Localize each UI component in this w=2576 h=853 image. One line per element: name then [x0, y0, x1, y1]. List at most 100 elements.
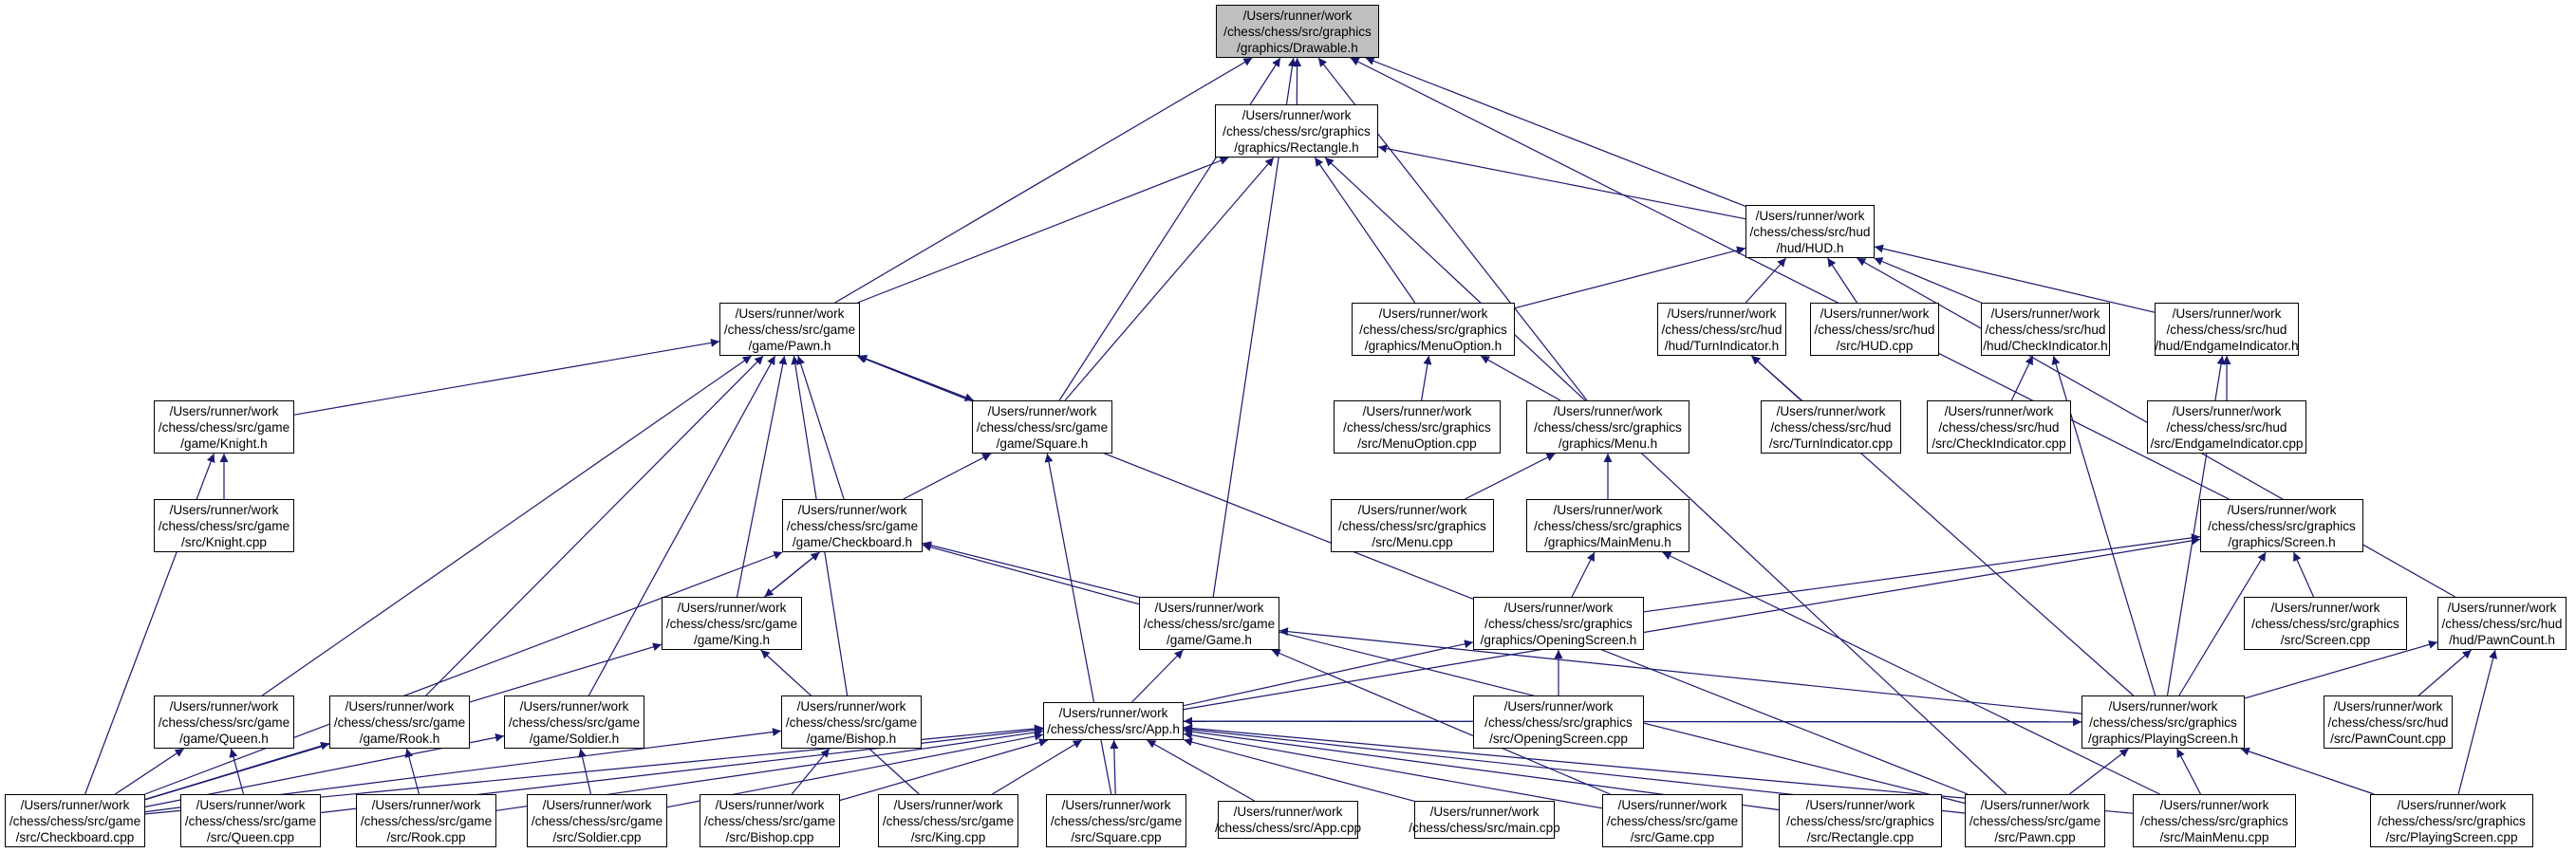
node-label-line: /chess/chess/src/hud [2441, 616, 2563, 631]
node-checkboard-cpp[interactable]: /Users/runner/work/chess/chess/src/game/… [5, 794, 145, 847]
edge-rook-h-to-pawn-h [425, 355, 764, 696]
node-label-line: /Users/runner/work [2397, 797, 2507, 812]
node-pawn-h[interactable]: /Users/runner/work/chess/chess/src/game/… [719, 303, 860, 356]
node-bishop-h[interactable]: /Users/runner/work/chess/chess/src/game/… [781, 695, 922, 749]
node-playingscreen-h[interactable]: /Users/runner/work/chess/chess/src/graph… [2081, 695, 2245, 749]
edge-main-cpp-to-app-h [1183, 737, 1415, 802]
edge-checkboard-cpp-to-checkboard-h [144, 550, 783, 795]
node-game-cpp[interactable]: /Users/runner/work/chess/chess/src/game/… [1602, 794, 1743, 847]
node-pawn-cpp[interactable]: /Users/runner/work/chess/chess/src/game/… [1965, 794, 2105, 847]
node-game-h[interactable]: /Users/runner/work/chess/chess/src/game/… [1139, 597, 1279, 650]
node-label-line: /chess/chess/src/game [786, 518, 919, 533]
edge-playingscreen-cpp-to-playingscreen-h [2240, 747, 2375, 795]
node-label-line: /chess/chess/src/hud [1938, 419, 2060, 435]
node-openingscreen-cpp[interactable]: /Users/runner/work/chess/chess/src/graph… [1473, 695, 1644, 749]
edge-app-cpp-to-app-h [1147, 739, 1255, 802]
node-label-line: /chess/chess/src/graphics [1223, 123, 1371, 139]
node-rook-h[interactable]: /Users/runner/work/chess/chess/src/game/… [329, 695, 470, 749]
node-label-line: /chess/chess/src/game [703, 813, 836, 828]
node-bishop-cpp[interactable]: /Users/runner/work/chess/chess/src/game/… [700, 794, 840, 847]
node-label-line: /chess/chess/src/game [1050, 813, 1183, 828]
node-label-line: /graphics/Drawable.h [1237, 40, 1358, 55]
node-rook-cpp[interactable]: /Users/runner/work/chess/chess/src/game/… [356, 794, 496, 847]
node-checkindicator-h[interactable]: /Users/runner/work/chess/chess/src/hud/h… [1981, 303, 2110, 356]
node-label-line: /chess/chess/src/App.cpp [1214, 821, 1362, 835]
node-square-h[interactable]: /Users/runner/work/chess/chess/src/game/… [972, 400, 1112, 454]
node-square-cpp[interactable]: /Users/runner/work/chess/chess/src/game/… [1046, 794, 1186, 847]
edge-screen-h-to-drawable-h [1350, 57, 2230, 500]
node-label-line: /Users/runner/work [1429, 805, 1540, 819]
edge-checkboard-h-to-pawn-h [796, 355, 845, 500]
node-app-cpp[interactable]: /Users/runner/work/chess/chess/src/App.c… [1214, 801, 1362, 839]
edge-checkboard-cpp-to-rook-h [144, 741, 330, 801]
node-label-line: /src/EndgameIndicator.cpp [2150, 436, 2304, 451]
edge-menuoption-h-to-hud-h [1514, 246, 1746, 309]
node-queen-h[interactable]: /Users/runner/work/chess/chess/src/game/… [154, 695, 294, 749]
node-mainmenu-h[interactable]: /Users/runner/work/chess/chess/src/graph… [1526, 499, 1689, 552]
node-rectangle-cpp[interactable]: /Users/runner/work/chess/chess/src/graph… [1779, 794, 1942, 847]
node-label-line: /Users/runner/work [2227, 502, 2337, 517]
node-label-line: /chess/chess/src/game [1143, 616, 1276, 631]
edge-app-h-to-screen-h [1183, 536, 2201, 711]
node-label-line: /Users/runner/work [1503, 698, 1614, 714]
node-label-line: /chess/chess/src/game [976, 419, 1109, 435]
node-hud-cpp[interactable]: /Users/runner/work/chess/chess/src/hud/s… [1810, 303, 1939, 356]
node-menuoption-cpp[interactable]: /Users/runner/work/chess/chess/src/graph… [1334, 400, 1501, 454]
edge-turnindicator-h-to-hud-h [1745, 257, 1787, 304]
node-label-line: /Users/runner/work [169, 403, 279, 418]
node-label-line: /Users/runner/work [2172, 403, 2282, 418]
edge-app-h-to-openingscreen-h [1183, 640, 1474, 707]
node-king-cpp[interactable]: /Users/runner/work/chess/chess/src/game/… [878, 794, 1018, 847]
node-queen-cpp[interactable]: /Users/runner/work/chess/chess/src/game/… [180, 794, 321, 847]
node-endgameindicator-h[interactable]: /Users/runner/work/chess/chess/src/hud/h… [2155, 303, 2299, 356]
edge-checkboard-h-to-square-h [903, 453, 992, 500]
node-king-h[interactable]: /Users/runner/work/chess/chess/src/game/… [662, 597, 802, 650]
node-label-line: /Users/runner/work [1944, 403, 2054, 418]
node-mainmenu-cpp[interactable]: /Users/runner/work/chess/chess/src/graph… [2133, 794, 2296, 847]
edge-king-h-to-pawn-h [736, 355, 788, 598]
node-knight-cpp[interactable]: /Users/runner/work/chess/chess/src/game/… [154, 499, 294, 552]
node-playingscreen-cpp[interactable]: /Users/runner/work/chess/chess/src/graph… [2370, 794, 2533, 847]
node-app-h[interactable]: /Users/runner/work/chess/chess/src/App.h [1043, 702, 1184, 740]
node-soldier-cpp[interactable]: /Users/runner/work/chess/chess/src/game/… [527, 794, 667, 847]
edge-checkboard-cpp-to-queen-h [114, 748, 185, 795]
node-screen-cpp[interactable]: /Users/runner/work/chess/chess/src/graph… [2244, 597, 2407, 650]
node-rectangle-h[interactable]: /Users/runner/work/chess/chess/src/graph… [1215, 104, 1378, 158]
node-screen-h[interactable]: /Users/runner/work/chess/chess/src/graph… [2200, 499, 2363, 552]
node-menu-cpp[interactable]: /Users/runner/work/chess/chess/src/graph… [1331, 499, 1494, 552]
node-hud-h[interactable]: /Users/runner/work/chess/chess/src/hud/h… [1745, 205, 1875, 258]
node-knight-h[interactable]: /Users/runner/work/chess/chess/src/game/… [154, 400, 294, 454]
node-label-line: /Users/runner/work [2270, 600, 2380, 615]
edge-pawncount-cpp-to-pawncount-h [2417, 649, 2473, 696]
edge-playingscreen-h-to-game-h [1279, 627, 2082, 714]
node-label-line: /chess/chess/src/App.h [1047, 722, 1180, 736]
node-pawncount-h[interactable]: /Users/runner/work/chess/chess/src/hud/h… [2437, 597, 2567, 650]
node-turnindicator-cpp[interactable]: /Users/runner/work/chess/chess/src/hud/s… [1761, 400, 1901, 454]
node-label-line: /chess/chess/src/graphics [2251, 616, 2399, 631]
node-label-line: /Users/runner/work [1805, 797, 1915, 812]
node-label-line: /chess/chess/src/game [158, 714, 290, 730]
node-menuoption-h[interactable]: /Users/runner/work/chess/chess/src/graph… [1352, 303, 1515, 356]
node-label-line: /game/Game.h [1167, 632, 1252, 647]
node-label-line: /chess/chess/src/graphics [2140, 813, 2288, 828]
node-label-line: /chess/chess/src/graphics [2378, 813, 2526, 828]
node-endgameindicator-cpp[interactable]: /Users/runner/work/chess/chess/src/hud/s… [2147, 400, 2306, 454]
node-label-line: /game/Rook.h [359, 731, 440, 746]
edge-square-cpp-to-app-h [1110, 739, 1119, 795]
node-label-line: /Users/runner/work [2172, 306, 2282, 321]
node-turnindicator-h[interactable]: /Users/runner/work/chess/chess/src/hud/h… [1657, 303, 1786, 356]
node-soldier-h[interactable]: /Users/runner/work/chess/chess/src/game/… [504, 695, 644, 749]
node-label-line: /Users/runner/work [1378, 306, 1488, 321]
node-label-line: /Users/runner/work [1154, 600, 1264, 615]
node-label-line: /hud/HUD.h [1776, 240, 1844, 255]
node-checkboard-h[interactable]: /Users/runner/work/chess/chess/src/game/… [782, 499, 923, 552]
node-menu-h[interactable]: /Users/runner/work/chess/chess/src/graph… [1526, 400, 1689, 454]
node-label-line: /Users/runner/work [2333, 698, 2443, 714]
node-checkindicator-cpp[interactable]: /Users/runner/work/chess/chess/src/hud/s… [1927, 400, 2071, 454]
node-pawncount-cpp[interactable]: /Users/runner/work/chess/chess/src/hud/s… [2324, 695, 2453, 749]
node-label-line: /chess/chess/src/game [531, 813, 663, 828]
node-label-line: /chess/chess/src/graphics [1534, 518, 1682, 533]
node-label-line: /game/Checkboard.h [792, 534, 913, 549]
node-main-cpp[interactable]: /Users/runner/work/chess/chess/src/main.… [1409, 801, 1560, 839]
node-openingscreen-h[interactable]: /Users/runner/work/chess/chess/src/graph… [1473, 597, 1644, 650]
